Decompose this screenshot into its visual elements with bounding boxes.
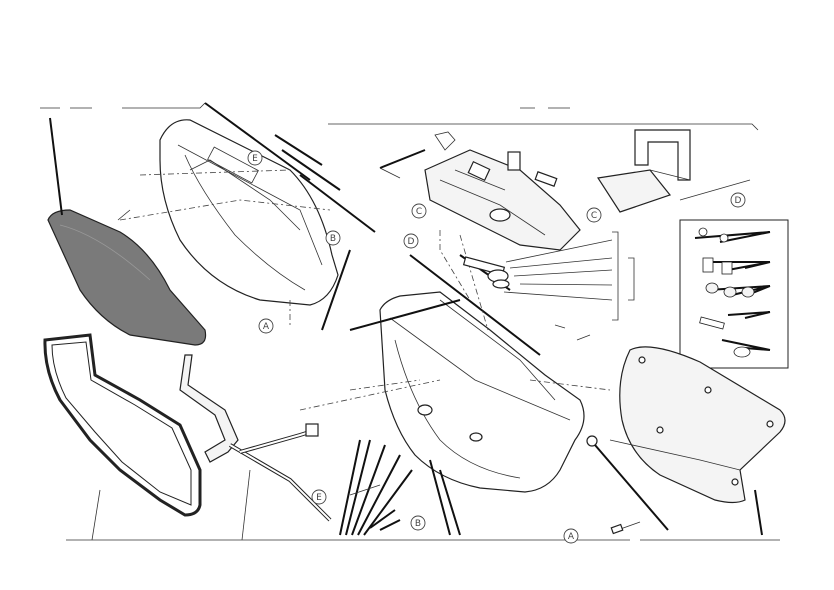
callout-e-bottom: E (311, 489, 327, 505)
callout-e-top: E (247, 150, 263, 166)
seat-pad (47, 117, 207, 346)
lid-assembly (379, 131, 581, 331)
fastener-rods (117, 209, 591, 536)
cable-harness (179, 354, 332, 541)
svg-text:D: D (408, 237, 415, 247)
callout-d-left: D (403, 233, 419, 249)
lock-small-parts (462, 239, 613, 301)
callout-c-right: C (586, 207, 602, 223)
svg-text:B: B (415, 519, 421, 529)
left-pannier-shell (119, 102, 376, 331)
reference-brackets (40, 102, 780, 541)
side-cover-panel (609, 346, 786, 536)
svg-text:C: C (416, 207, 422, 217)
svg-text:E: E (316, 493, 322, 503)
svg-text:E: E (252, 154, 258, 164)
svg-text:C: C (591, 211, 597, 221)
callout-a-left: A (258, 318, 274, 334)
svg-text:A: A (568, 532, 575, 542)
svg-text:A: A (263, 322, 270, 332)
svg-text:B: B (330, 234, 336, 244)
gasket-seal (43, 333, 202, 541)
right-pannier-shell (299, 254, 669, 531)
svg-text:D: D (735, 196, 742, 206)
callout-b-left: B (325, 230, 341, 246)
callout-a-bottom: A (563, 528, 579, 544)
mounting-bracket (596, 129, 751, 213)
callout-d-right: D (730, 192, 746, 208)
callout-b-bottom: B (410, 515, 426, 531)
lock-set-inset (679, 219, 789, 369)
callout-c-upper: C (411, 203, 427, 219)
